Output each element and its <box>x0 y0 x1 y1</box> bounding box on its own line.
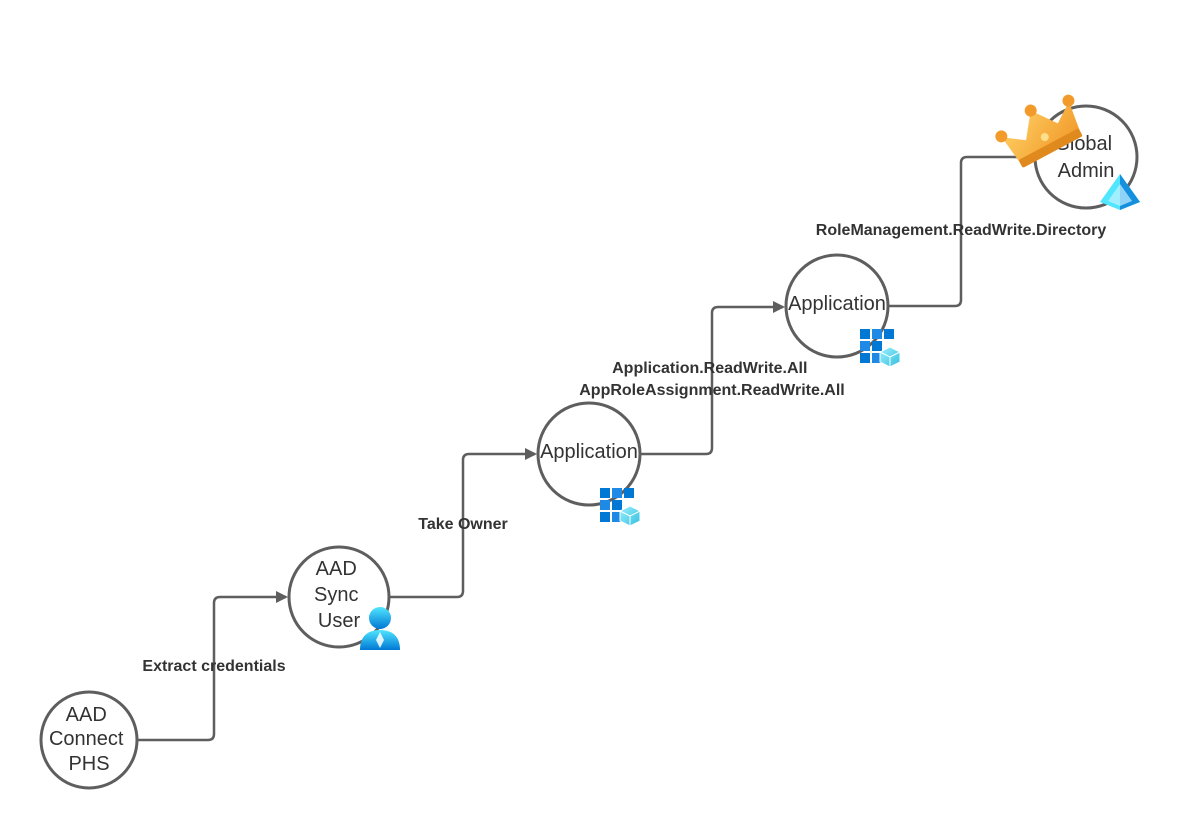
edge-label-extract: Extract credentials <box>142 658 285 675</box>
app-registration-icon <box>600 488 641 527</box>
node-label: AAD Sync User <box>314 558 364 632</box>
node-label-line: AAD <box>316 558 357 580</box>
node-global-admin: Global Admin <box>995 94 1140 210</box>
edge-label-take-owner: Take Owner <box>418 516 508 533</box>
entra-id-icon <box>1100 174 1140 210</box>
node-circle <box>287 545 391 649</box>
node-label-line: Connect <box>49 728 124 750</box>
edge-label-line: Take Owner <box>418 516 508 533</box>
node-label-line: User <box>318 610 361 632</box>
node-aad-connect-phs: AAD Connect PHS <box>39 690 139 790</box>
edge-label-line: AppRoleAssignment.ReadWrite.All <box>579 382 845 399</box>
node-application-2: Application <box>784 253 901 368</box>
node-label-line: Admin <box>1058 160 1115 182</box>
node-aad-sync-user: AAD Sync User <box>287 545 400 650</box>
node-label-line: AAD <box>66 704 107 726</box>
node-label-line: Application <box>540 441 638 463</box>
edge-label-role-management: RoleManagement.ReadWrite.Directory <box>816 222 1107 239</box>
node-circle <box>536 401 642 507</box>
edge-label-line: RoleManagement.ReadWrite.Directory <box>816 222 1107 239</box>
node-label-line: Sync <box>314 584 358 606</box>
node-label: Application <box>540 441 638 463</box>
node-label: Application <box>788 293 886 315</box>
edge-role-management <box>889 151 1035 308</box>
app-registration-icon <box>860 329 901 368</box>
edge-take-owner <box>389 448 537 599</box>
node-label: AAD Connect PHS <box>49 704 129 775</box>
user-icon <box>360 607 400 650</box>
node-application-1: Application <box>536 401 642 527</box>
node-label-line: Application <box>788 293 886 315</box>
edge-label-line: Extract credentials <box>142 658 285 675</box>
edge-label-app-permissions: Application.ReadWrite.All AppRoleAssignm… <box>579 360 845 399</box>
node-circle <box>39 690 139 790</box>
crown-icon <box>995 94 1083 168</box>
node-label-line: PHS <box>68 753 109 775</box>
edge-app-permissions <box>640 301 785 456</box>
edge-extract-credentials <box>136 591 288 742</box>
edge-label-line: Application.ReadWrite.All <box>612 360 807 377</box>
